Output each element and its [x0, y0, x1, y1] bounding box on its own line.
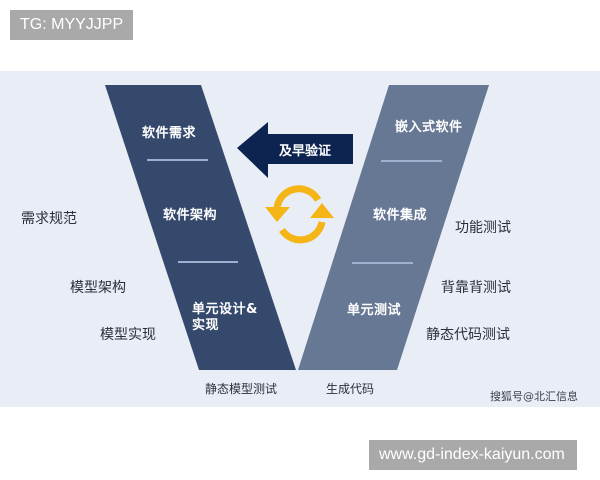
label-code-generation: 生成代码 [326, 382, 375, 396]
label-static-code-test: 静态代码测试 [426, 327, 510, 343]
stage-software-integration: 软件集成 [373, 208, 428, 223]
label-model-implementation: 模型实现 [100, 327, 156, 343]
stage-embedded-software: 嵌入式软件 [395, 120, 463, 135]
label-back-to-back-test: 背靠背测试 [441, 280, 511, 296]
stage-implementation: 实现 [192, 318, 220, 333]
watermark-tag-top: TG: MYYJJPP [10, 10, 134, 40]
watermark-tag-bottom: www.gd-index-kaiyun.com [369, 440, 577, 470]
label-functional-test: 功能测试 [455, 220, 511, 236]
stage-unit-testing: 单元测试 [347, 303, 402, 318]
refresh-cycle-icon [273, 185, 326, 244]
arrow-label: 及早验证 [279, 144, 332, 159]
early-verification-arrow [237, 122, 353, 178]
right-bar [298, 85, 489, 370]
source-credit: 搜狐号@北汇信息 [490, 390, 578, 403]
stage-unit-design: 单元设计& [192, 302, 258, 317]
stage-software-architecture: 软件架构 [163, 208, 218, 223]
left-bar [105, 85, 296, 370]
label-model-architecture: 模型架构 [70, 280, 126, 296]
label-requirements-spec: 需求规范 [21, 211, 77, 227]
label-static-model-test: 静态模型测试 [205, 382, 278, 396]
stage-software-requirements: 软件需求 [142, 126, 197, 141]
